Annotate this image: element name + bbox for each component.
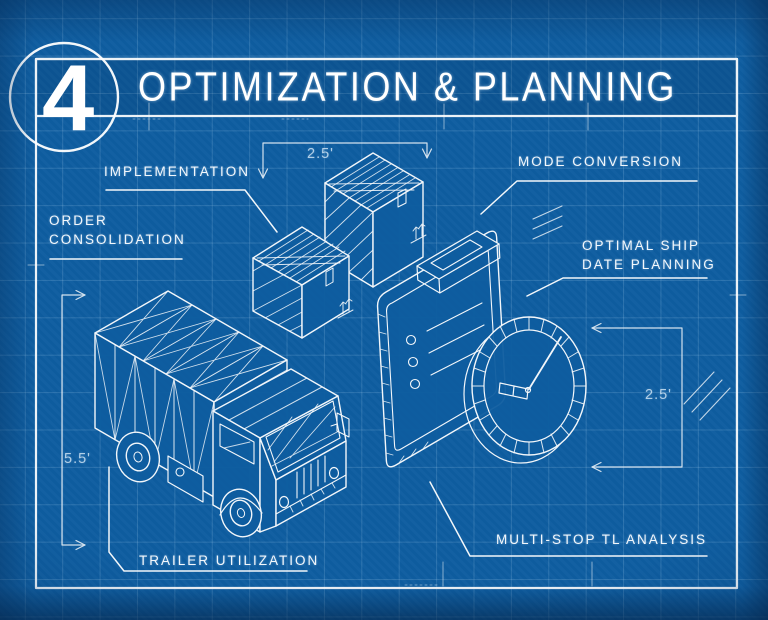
page-title: OPTIMIZATION & PLANNING	[138, 63, 677, 110]
callout-optimal-ship-date-line1: OPTIMAL SHIP	[582, 238, 701, 253]
dimension-label-boxes-width: 2.5'	[307, 146, 334, 162]
callout-order-consolidation-line2: CONSOLIDATION	[49, 232, 186, 247]
dimension-bracket-trailer	[61, 289, 86, 551]
dimension-label-trailer-height: 5.5'	[64, 451, 91, 467]
callout-order-consolidation: ORDER CONSOLIDATION	[49, 211, 186, 249]
callout-order-consolidation-line1: ORDER	[49, 213, 108, 228]
callout-optimal-ship-date-line2: DATE PLANNING	[582, 257, 716, 272]
leader-optimal-ship-date	[526, 277, 708, 297]
dimension-label-planner-width: 2.5'	[645, 387, 672, 403]
callout-implementation: IMPLEMENTATION	[104, 164, 251, 179]
figure-number: 4	[42, 45, 94, 150]
leader-mode-conversion	[480, 180, 698, 215]
callout-trailer-utilization: TRAILER UTILIZATION	[139, 553, 320, 568]
callout-mode-conversion: MODE CONVERSION	[518, 154, 684, 169]
callout-optimal-ship-date: OPTIMAL SHIP DATE PLANNING	[582, 236, 716, 274]
callout-multi-stop-tl: MULTI-STOP TL ANALYSIS	[496, 532, 708, 547]
